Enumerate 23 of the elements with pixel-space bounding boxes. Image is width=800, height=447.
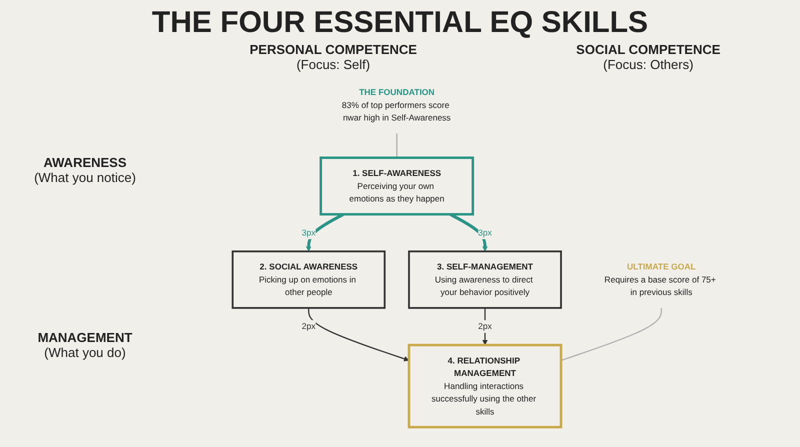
- node-box: 4. RELATIONSHIP MANAGEMENT Handling interactions successfully using the other skills: [408, 344, 562, 428]
- row-subheading: (What you do): [43, 344, 127, 360]
- node-text: ULTIMATE GOAL Requires a base score of 75+ in previous skills: [604, 262, 716, 297]
- column-heading: PERSONAL COMPETENCE: [250, 42, 417, 57]
- arrow: [482, 308, 488, 346]
- column-heading: SOCIAL COMPETENCE: [576, 42, 720, 57]
- node-box: 2. SOCIAL AWARENESS Picking up on emotions in other people: [232, 250, 386, 309]
- row-heading: MANAGEMENT: [36, 330, 134, 344]
- title: THE FOUR ESSENTIAL EQ SKILLS: [150, 6, 650, 40]
- row-subheading: (What you notice): [33, 170, 137, 184]
- connector: [560, 308, 662, 361]
- node-box: 1. SELF-AWARENESS Perceiving your own emotions as they happen: [320, 156, 474, 216]
- node-text: THE FOUNDATION 83% of top performers score nwar high in Self-Awareness: [342, 87, 451, 122]
- arrow: [308, 308, 410, 362]
- column-subheading: (Focus: Others): [602, 57, 694, 72]
- edge-label: 2px: [478, 321, 492, 332]
- edge-label: 2px: [302, 321, 316, 332]
- edge-label: 3px: [478, 228, 492, 238]
- connector: [396, 133, 398, 158]
- column-subheading: (Focus: Self): [295, 57, 372, 72]
- node-box: 3. SELF-MANAGEMENT Using awareness to direct your behavior positively: [408, 250, 562, 309]
- row-heading: AWARENESS: [42, 154, 128, 170]
- edge-label: 3px: [302, 228, 316, 238]
